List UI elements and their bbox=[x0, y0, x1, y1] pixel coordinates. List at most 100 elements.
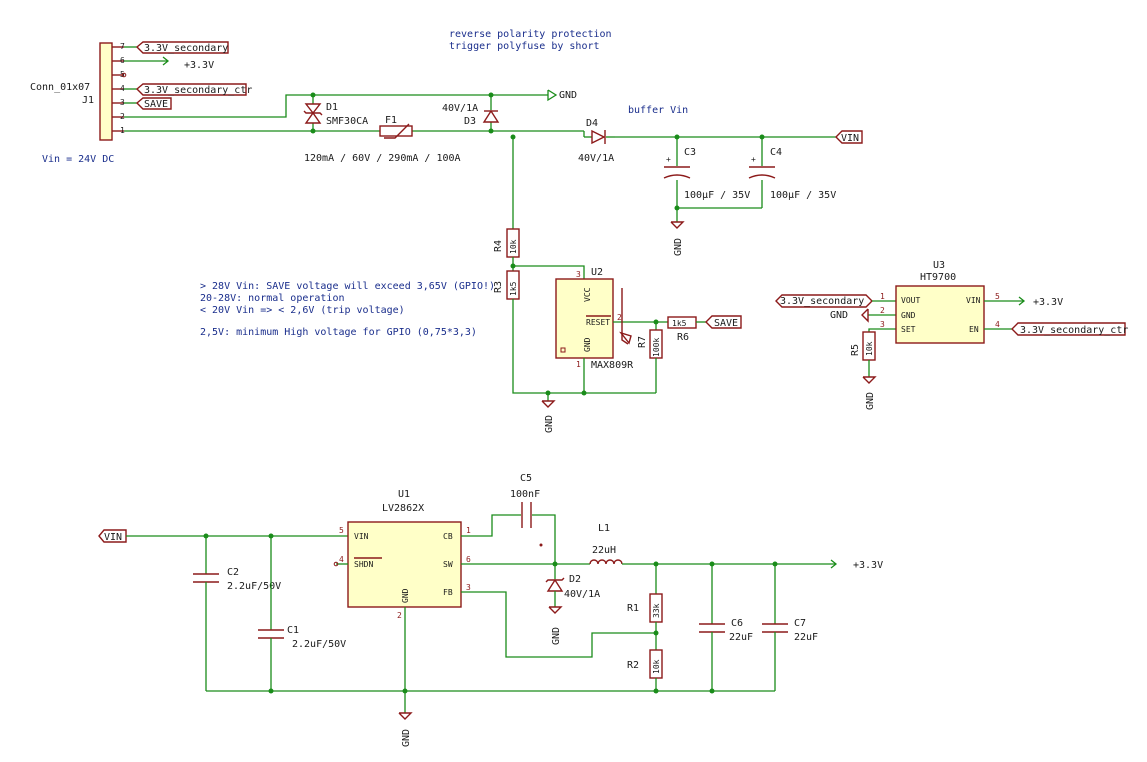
ic-u2[interactable]: VCC GND RESET 3 1 2 U2 MAX809R bbox=[555, 267, 634, 371]
r1-ref: R1 bbox=[627, 603, 639, 614]
note-vin-dc: Vin = 24V DC bbox=[42, 154, 114, 165]
power-gnd-r5: GND bbox=[865, 392, 876, 410]
u1-pin-num-4: 4 bbox=[339, 555, 344, 564]
capacitor-c2[interactable]: C2 2.2uF/50V bbox=[193, 536, 281, 691]
f1-value: 120mA / 60V / 290mA / 100A bbox=[304, 153, 461, 164]
power-3v3-j1: +3.3V bbox=[184, 60, 214, 71]
fuse-f1[interactable]: F1 120mA / 60V / 290mA / 100A bbox=[304, 115, 461, 164]
cursor-icon bbox=[619, 331, 632, 345]
c7-ref: C7 bbox=[794, 618, 806, 629]
d3-value: 40V/1A bbox=[442, 103, 478, 114]
u3-pin-set: SET bbox=[901, 325, 916, 334]
label-secondary-ctr-j1[interactable] bbox=[135, 83, 247, 96]
diode-d1[interactable]: D1 SMF30CA bbox=[303, 95, 368, 131]
j1-pin-2: 2 bbox=[120, 112, 125, 121]
gnd-symbol-d2 bbox=[548, 606, 563, 614]
c2-value: 2.2uF/50V bbox=[227, 581, 281, 592]
f1-ref: F1 bbox=[385, 115, 397, 126]
d4-ref: D4 bbox=[586, 118, 598, 129]
diode-d3[interactable]: 40V/1A D3 bbox=[442, 95, 500, 131]
u3-pin-num-2: 2 bbox=[880, 306, 885, 315]
r5-ref: R5 bbox=[850, 344, 861, 356]
ic-u3[interactable]: VOUT GND SET VIN EN 1 2 3 5 4 U3 HT9700 bbox=[880, 260, 1000, 344]
c6-ref: C6 bbox=[731, 618, 743, 629]
note-warn-4: 2,5V: minimum High voltage for GPIO (0,7… bbox=[200, 327, 477, 338]
j1-value: Conn_01x07 bbox=[30, 82, 90, 93]
d2-ref: D2 bbox=[569, 574, 581, 585]
power-gnd-u1: GND bbox=[401, 729, 412, 747]
j1-pin-7: 7 bbox=[120, 42, 125, 51]
resistor-r4[interactable]: 10k R4 bbox=[493, 228, 520, 258]
u1-pin-num-1: 1 bbox=[466, 526, 471, 535]
resistor-r6[interactable]: 1k5 R6 bbox=[667, 316, 697, 343]
r2-ref: R2 bbox=[627, 660, 639, 671]
capacitor-c6[interactable]: C6 22uF bbox=[699, 564, 753, 691]
resistor-r2[interactable]: 10k R2 bbox=[627, 649, 663, 679]
power-3v3-bottom: +3.3V bbox=[853, 560, 883, 571]
inductor-l1[interactable]: L1 22uH bbox=[589, 523, 623, 565]
ic-u1[interactable]: VIN SHDN GND CB SW FB 5 4 1 6 3 2 U1 LV2… bbox=[339, 489, 471, 620]
capacitor-c5[interactable]: C5 100nF bbox=[510, 473, 540, 528]
power-gnd-c3: GND bbox=[673, 238, 684, 256]
diode-d2[interactable]: D2 40V/1A bbox=[545, 564, 600, 607]
u1-pin-cb: CB bbox=[443, 532, 453, 541]
u3-value: HT9700 bbox=[920, 272, 956, 283]
u1-value: LV2862X bbox=[382, 503, 424, 514]
label-save-j1-text: SAVE bbox=[144, 99, 168, 110]
r4-ref: R4 bbox=[493, 240, 504, 252]
r5-value: 10k bbox=[865, 341, 874, 356]
u1-pin-shdn: SHDN bbox=[354, 560, 373, 569]
resistor-r1[interactable]: 33k R1 bbox=[627, 564, 663, 623]
r4-value: 10k bbox=[509, 239, 518, 254]
u2-pin-num-1: 1 bbox=[576, 360, 581, 369]
u3-pin-num-5: 5 bbox=[995, 292, 1000, 301]
r6-ref: R6 bbox=[677, 332, 689, 343]
capacitor-c4[interactable]: + C4 100µF / 35V bbox=[748, 137, 836, 208]
l1-ref: L1 bbox=[598, 523, 610, 534]
u2-probe-marker bbox=[621, 288, 629, 345]
u3-pin-vin: VIN bbox=[966, 296, 981, 305]
u3-pin-num-1: 1 bbox=[880, 292, 885, 301]
capacitor-c3[interactable]: + C3 100µF / 35V bbox=[663, 137, 750, 222]
j1-pin-1: 1 bbox=[120, 126, 125, 135]
u3-pin-num-4: 4 bbox=[995, 320, 1000, 329]
j1-pin-4: 4 bbox=[120, 84, 125, 93]
c1-value: 2.2uF/50V bbox=[292, 639, 346, 650]
u3-pin-en: EN bbox=[969, 325, 979, 334]
resistor-r5[interactable]: 10k R5 bbox=[850, 331, 876, 361]
diode-d4[interactable]: D4 40V/1A bbox=[578, 118, 614, 164]
u3-pin-gnd: GND bbox=[901, 311, 916, 320]
gnd-symbol-r5 bbox=[862, 376, 877, 384]
r3-ref: R3 bbox=[493, 281, 504, 293]
c3-value: 100µF / 35V bbox=[684, 190, 750, 201]
label-save-r6[interactable] bbox=[705, 315, 742, 329]
d1-ref: D1 bbox=[326, 102, 338, 113]
c4-ref: C4 bbox=[770, 147, 782, 158]
label-secondary-u3-text: 3.3V_secondary bbox=[780, 296, 864, 307]
resistor-r3[interactable]: 1k5 R3 bbox=[493, 270, 520, 300]
c1-ref: C1 bbox=[287, 625, 299, 636]
d1-value: SMF30CA bbox=[326, 116, 368, 127]
u3-pin-num-3: 3 bbox=[880, 320, 885, 329]
label-secondary-top[interactable] bbox=[135, 41, 229, 54]
r3-value: 1k5 bbox=[509, 281, 518, 296]
r1-value: 33k bbox=[652, 603, 661, 618]
d4-value: 40V/1A bbox=[578, 153, 614, 164]
power-3v3-u3: +3.3V bbox=[1033, 297, 1063, 308]
capacitor-c7[interactable]: C7 22uF bbox=[762, 564, 818, 691]
label-vin-top[interactable] bbox=[835, 130, 863, 144]
label-secondary-ctr-u3[interactable] bbox=[1011, 322, 1126, 336]
u3-pin-vout: VOUT bbox=[901, 296, 920, 305]
resistor-r7[interactable]: 100k R7 bbox=[637, 322, 663, 393]
capacitor-c1[interactable]: C1 2.2uF/50V bbox=[258, 536, 346, 691]
label-save-j1[interactable] bbox=[135, 97, 172, 110]
connector-j1[interactable]: 7 6 5 4 3 2 1 Conn_01x07 J1 bbox=[30, 42, 125, 141]
r6-value: 1k5 bbox=[672, 319, 687, 328]
svg-text:+: + bbox=[666, 155, 671, 164]
nc-marker-shdn bbox=[333, 561, 339, 567]
u2-pin-vcc: VCC bbox=[583, 287, 592, 302]
gnd-symbol-u3 bbox=[861, 308, 869, 323]
u2-pin-gnd: GND bbox=[583, 337, 592, 352]
r2-value: 10k bbox=[652, 659, 661, 674]
